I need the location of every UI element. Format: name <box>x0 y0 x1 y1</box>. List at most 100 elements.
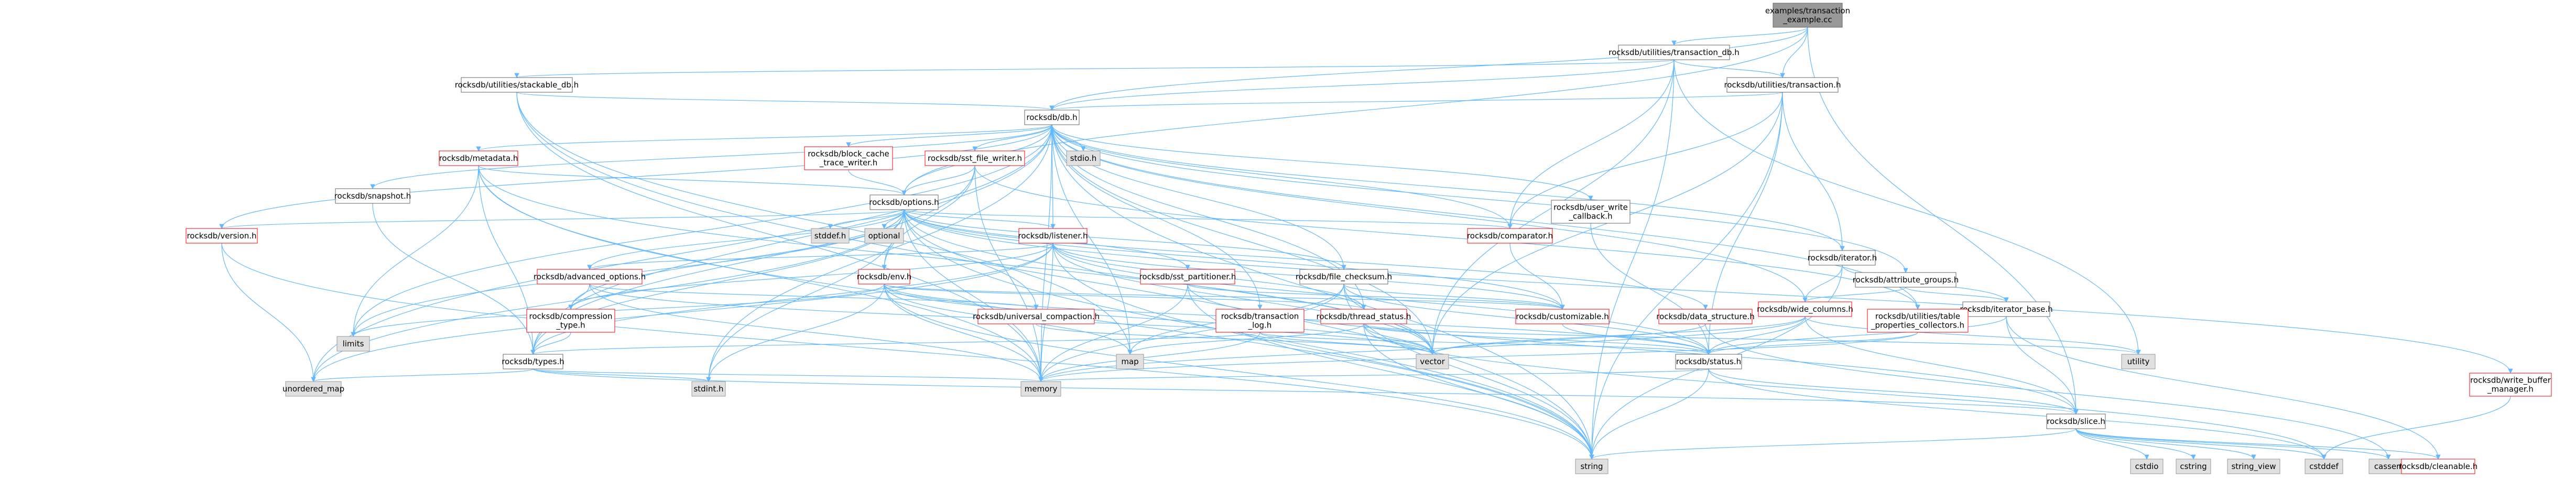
node-options[interactable]: rocksdb/options.h <box>869 194 939 210</box>
node-box <box>2305 459 2343 474</box>
node-status[interactable]: rocksdb/status.h <box>1675 354 1742 369</box>
edge-stackable-to-map <box>516 92 1133 355</box>
edge-db-to-string <box>1051 124 1594 460</box>
node-label: unordered_map <box>282 384 344 394</box>
edge-iterator_base-to-cleanable <box>2006 316 2441 460</box>
node-label: _callback.h <box>1568 212 1612 222</box>
node-attr-groups[interactable]: rocksdb/attribute_groups.h <box>1853 272 1959 288</box>
node-label: _example.cc <box>1782 15 1832 25</box>
edge-options-to-adv_options <box>587 209 905 270</box>
node-sst-partitioner[interactable]: rocksdb/sst_partitioner.h <box>1139 269 1236 285</box>
edge-attr_groups-to-iterator_base <box>1905 287 2009 302</box>
node-label: rocksdb/env.h <box>857 272 912 281</box>
node-box <box>439 150 518 166</box>
edge-thread_status-to-map <box>1127 323 1364 355</box>
edge-bc_trace-to-options <box>848 169 907 195</box>
node-wide-columns[interactable]: rocksdb/wide_columns.h <box>1757 301 1853 317</box>
edge-db-to-sst_file_writer <box>972 124 1052 151</box>
node-label: _type.h <box>556 321 585 331</box>
edge-env-to-string <box>884 284 1594 460</box>
node-slice[interactable]: rocksdb/slice.h <box>2046 413 2106 429</box>
node-box <box>461 77 573 93</box>
node-vector: vector <box>1416 354 1449 369</box>
node-data-structure[interactable]: rocksdb/data_structure.h <box>1656 309 1755 324</box>
node-universal-compaction[interactable]: rocksdb/universal_compaction.h <box>973 309 1100 324</box>
node-txn-db[interactable]: rocksdb/utilities/transaction_db.h <box>1608 45 1740 60</box>
node-txn[interactable]: rocksdb/utilities/transaction.h <box>1724 77 1841 93</box>
edge-metadata-to-limits <box>351 165 479 337</box>
node-box <box>1467 228 1553 244</box>
edge-status-to-cstddef <box>1708 368 2327 460</box>
edge-options-to-string <box>904 209 1594 460</box>
edge-root-to-txn <box>1780 27 1808 78</box>
node-compression-type[interactable]: rocksdb/compression_type.h <box>526 309 615 333</box>
edge-listener-to-types <box>530 243 1053 355</box>
node-label: _manager.h <box>2487 385 2534 395</box>
node-utility: utility <box>2121 354 2156 369</box>
node-txn-log[interactable]: rocksdb/transaction_log.h <box>1215 309 1305 333</box>
edge-db-to-iterator <box>1051 124 1845 251</box>
edge-iterator-to-wide_columns <box>1802 265 1843 302</box>
edge-options-to-customizable <box>904 209 1565 310</box>
node-listener[interactable]: rocksdb/listener.h <box>1018 228 1088 244</box>
node-label: rocksdb/write_buffer <box>2470 376 2551 386</box>
edge-wide_columns-to-slice <box>1805 316 2079 415</box>
edge-table_props-to-status <box>1706 332 1918 355</box>
node-table-props[interactable]: rocksdb/utilities/table_properties_colle… <box>1867 309 1969 333</box>
node-label: rocksdb/wide_columns.h <box>1757 304 1853 314</box>
edge-options-to-stddef <box>828 209 905 229</box>
node-box <box>1962 301 2050 317</box>
node-sst-file-writer[interactable]: rocksdb/sst_file_writer.h <box>925 150 1025 166</box>
node-label: string <box>1580 462 1603 471</box>
node-iterator-base[interactable]: rocksdb/iterator_base.h <box>1960 301 2053 317</box>
node-label: rocksdb/universal_compaction.h <box>973 312 1100 322</box>
node-label: rocksdb/snapshot.h <box>334 191 411 201</box>
node-box <box>804 146 893 170</box>
node-box <box>1726 77 1839 93</box>
node-snapshot[interactable]: rocksdb/snapshot.h <box>334 188 411 204</box>
node-comparator[interactable]: rocksdb/comparator.h <box>1467 228 1553 244</box>
node-root[interactable]: examples/transaction_example.cc <box>1765 3 1850 28</box>
node-cstring: cstring <box>2176 459 2211 474</box>
node-iterator[interactable]: rocksdb/iterator.h <box>1808 250 1877 266</box>
edge-db-to-snapshot <box>370 124 1052 189</box>
node-types[interactable]: rocksdb/types.h <box>502 354 564 369</box>
node-cleanable[interactable]: rocksdb/cleanable.h <box>2399 459 2478 474</box>
node-unordered-map: unordered_map <box>282 381 344 397</box>
edge-version-to-string <box>221 243 1594 460</box>
node-customizable[interactable]: rocksdb/customizable.h <box>1515 309 1610 324</box>
node-label: cstddef <box>2309 462 2339 471</box>
edge-comparator-to-customizable <box>1509 243 1565 310</box>
node-file-checksum[interactable]: rocksdb/file_checksum.h <box>1296 269 1392 285</box>
edge-listener-to-unordered_map <box>311 243 1053 382</box>
edge-file_checksum-to-customizable <box>1343 284 1565 310</box>
node-label: rocksdb/utilities/table <box>1875 312 1960 321</box>
edge-sst_file_writer-to-table_props <box>974 165 1920 310</box>
edge-root-to-slice <box>1807 27 2079 415</box>
node-label: rocksdb/utilities/transaction.h <box>1724 80 1841 90</box>
node-stdint: stdint.h <box>691 381 726 397</box>
edge-file_checksum-to-memory <box>1038 284 1344 382</box>
node-write-buffer[interactable]: rocksdb/write_buffer_manager.h <box>2469 373 2552 397</box>
node-db[interactable]: rocksdb/db.h <box>1024 110 1080 125</box>
node-bc-trace[interactable]: rocksdb/block_cache_trace_writer.h <box>804 146 893 170</box>
node-box <box>691 381 726 397</box>
node-label: rocksdb/customizable.h <box>1516 312 1609 321</box>
node-adv-options[interactable]: rocksdb/advanced_options.h <box>534 269 646 285</box>
node-box <box>335 188 410 204</box>
node-label: memory <box>1025 384 1058 394</box>
node-limits: limits <box>336 336 370 352</box>
node-stackable[interactable]: rocksdb/utilities/stackable_db.h <box>455 77 579 93</box>
node-user-write-cb[interactable]: rocksdb/user_write_callback.h <box>1551 200 1631 224</box>
edge-wide_columns-to-memory <box>1038 316 1806 382</box>
node-box <box>537 269 643 285</box>
node-thread-status[interactable]: rocksdb/thread_status.h <box>1317 309 1411 324</box>
node-box <box>1140 269 1235 285</box>
node-box <box>1020 381 1061 397</box>
node-env[interactable]: rocksdb/env.h <box>857 269 912 285</box>
node-metadata[interactable]: rocksdb/metadata.h <box>439 150 518 166</box>
edge-thread_status-to-vector <box>1363 323 1435 355</box>
node-label: cstdio <box>2135 462 2159 471</box>
node-version[interactable]: rocksdb/version.h <box>186 228 258 244</box>
